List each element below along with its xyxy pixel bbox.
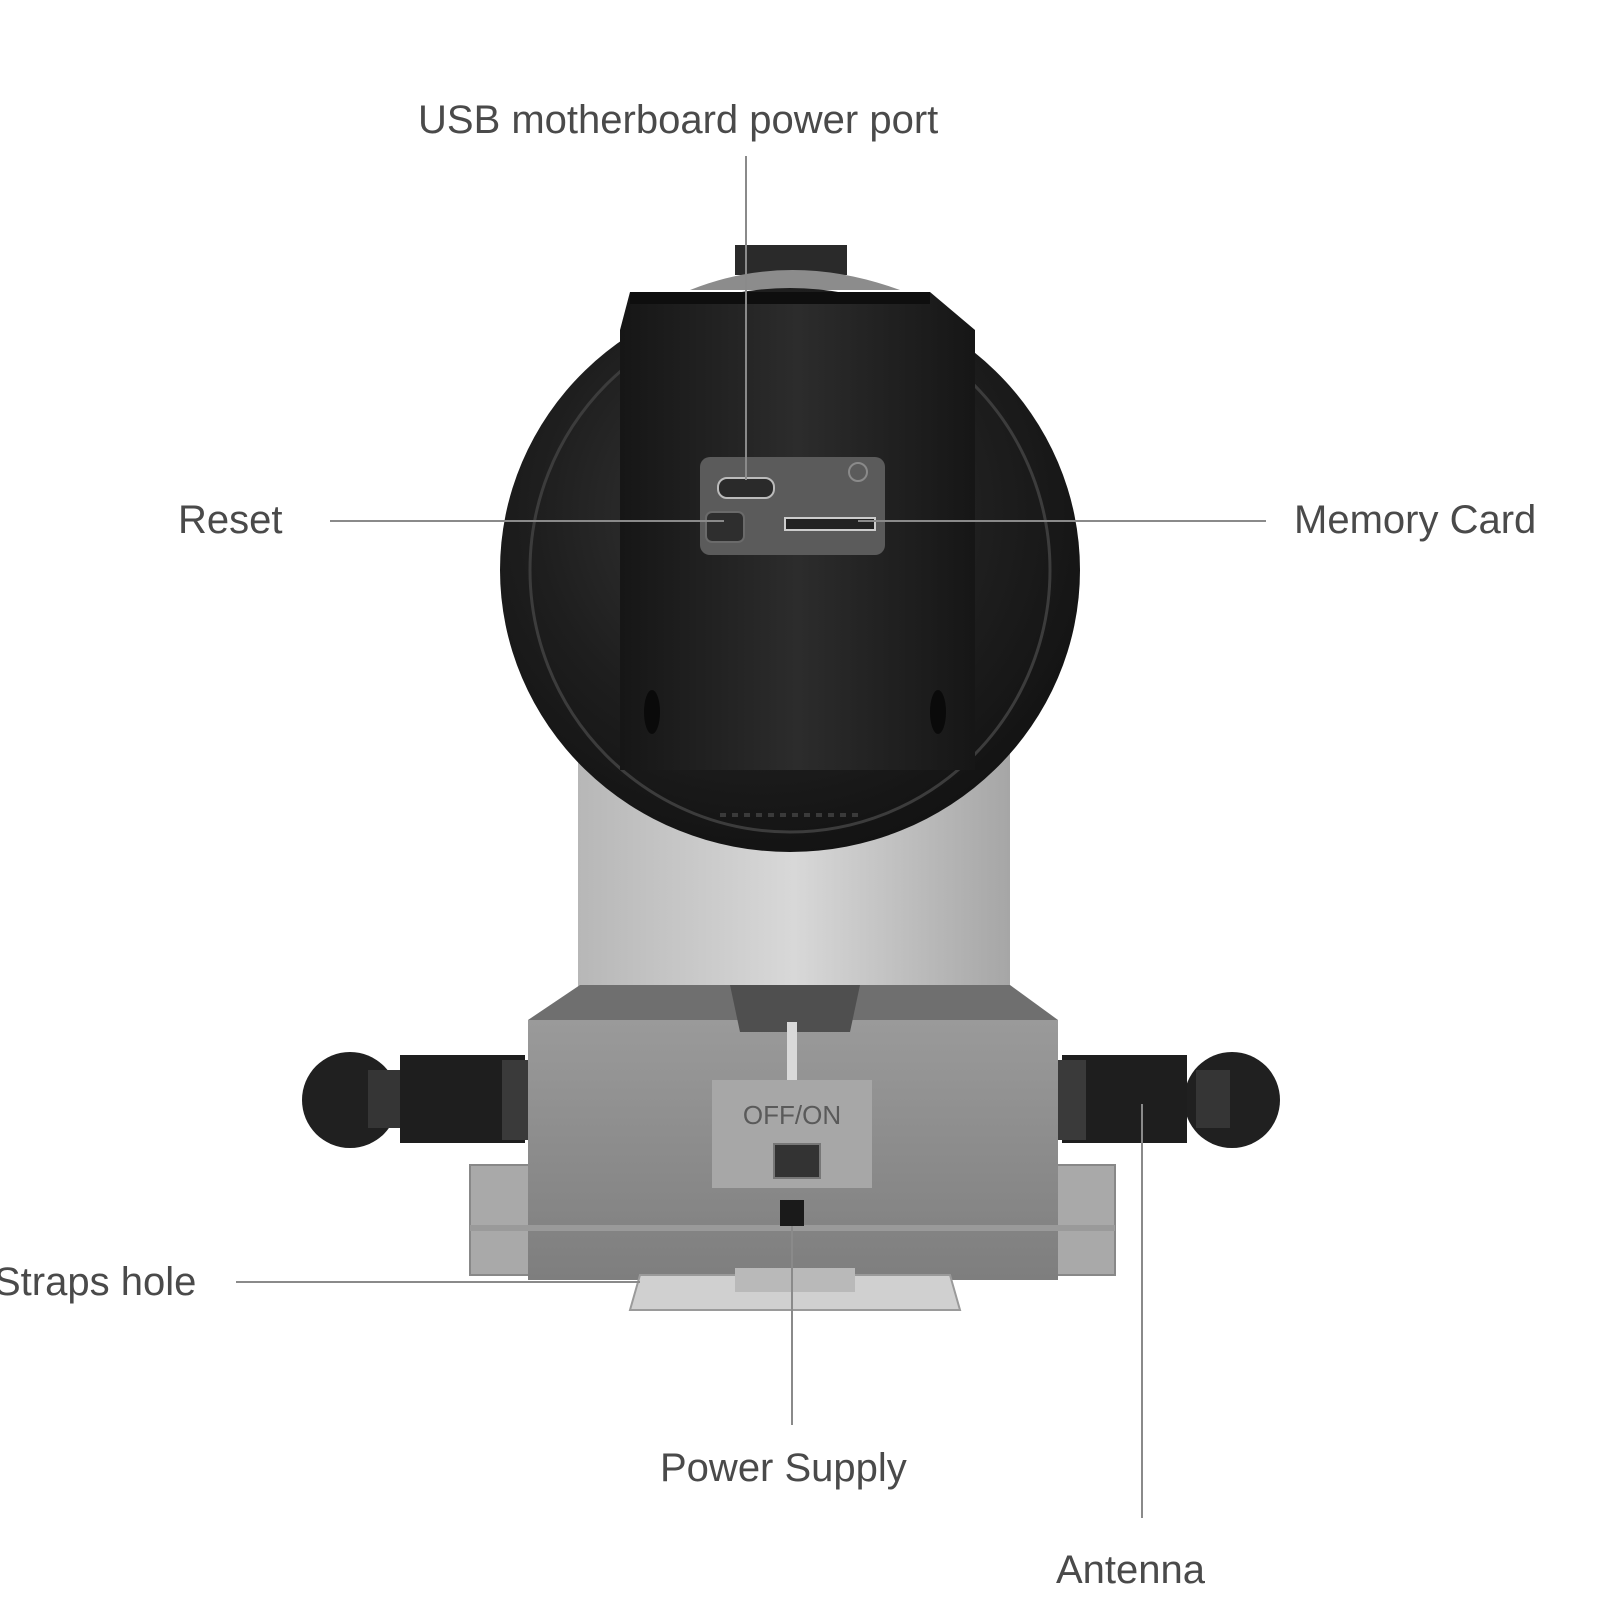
reset-label: Reset xyxy=(178,498,283,542)
antenna-left-nut xyxy=(502,1060,530,1140)
housing-slot-right xyxy=(930,690,946,734)
memory-card-label: Memory Card xyxy=(1294,498,1537,542)
panel-screw xyxy=(848,462,868,482)
usb-port-icon xyxy=(717,477,775,499)
power-switch xyxy=(773,1143,821,1179)
straps-hole-label: Straps hole xyxy=(0,1260,197,1304)
switch-label: OFF/ON xyxy=(743,1100,841,1130)
antenna-right-joint xyxy=(1196,1070,1230,1128)
antenna-label: Antenna xyxy=(1056,1548,1206,1592)
housing-top-band xyxy=(630,292,930,304)
power-jack xyxy=(780,1200,804,1226)
antenna-left-joint xyxy=(368,1070,402,1128)
memory-card-slot-icon xyxy=(784,517,876,531)
leader-lines xyxy=(236,156,1266,1518)
reset-button-icon xyxy=(705,511,745,543)
mount-stem xyxy=(735,1268,855,1292)
top-dome xyxy=(690,270,900,290)
base-center-notch xyxy=(730,985,860,1032)
top-cap xyxy=(735,245,847,275)
power-supply-label: Power Supply xyxy=(660,1446,907,1490)
usb-port-label: USB motherboard power port xyxy=(418,98,939,142)
housing-slot-left xyxy=(644,690,660,734)
antenna-right-nut xyxy=(1058,1060,1086,1140)
